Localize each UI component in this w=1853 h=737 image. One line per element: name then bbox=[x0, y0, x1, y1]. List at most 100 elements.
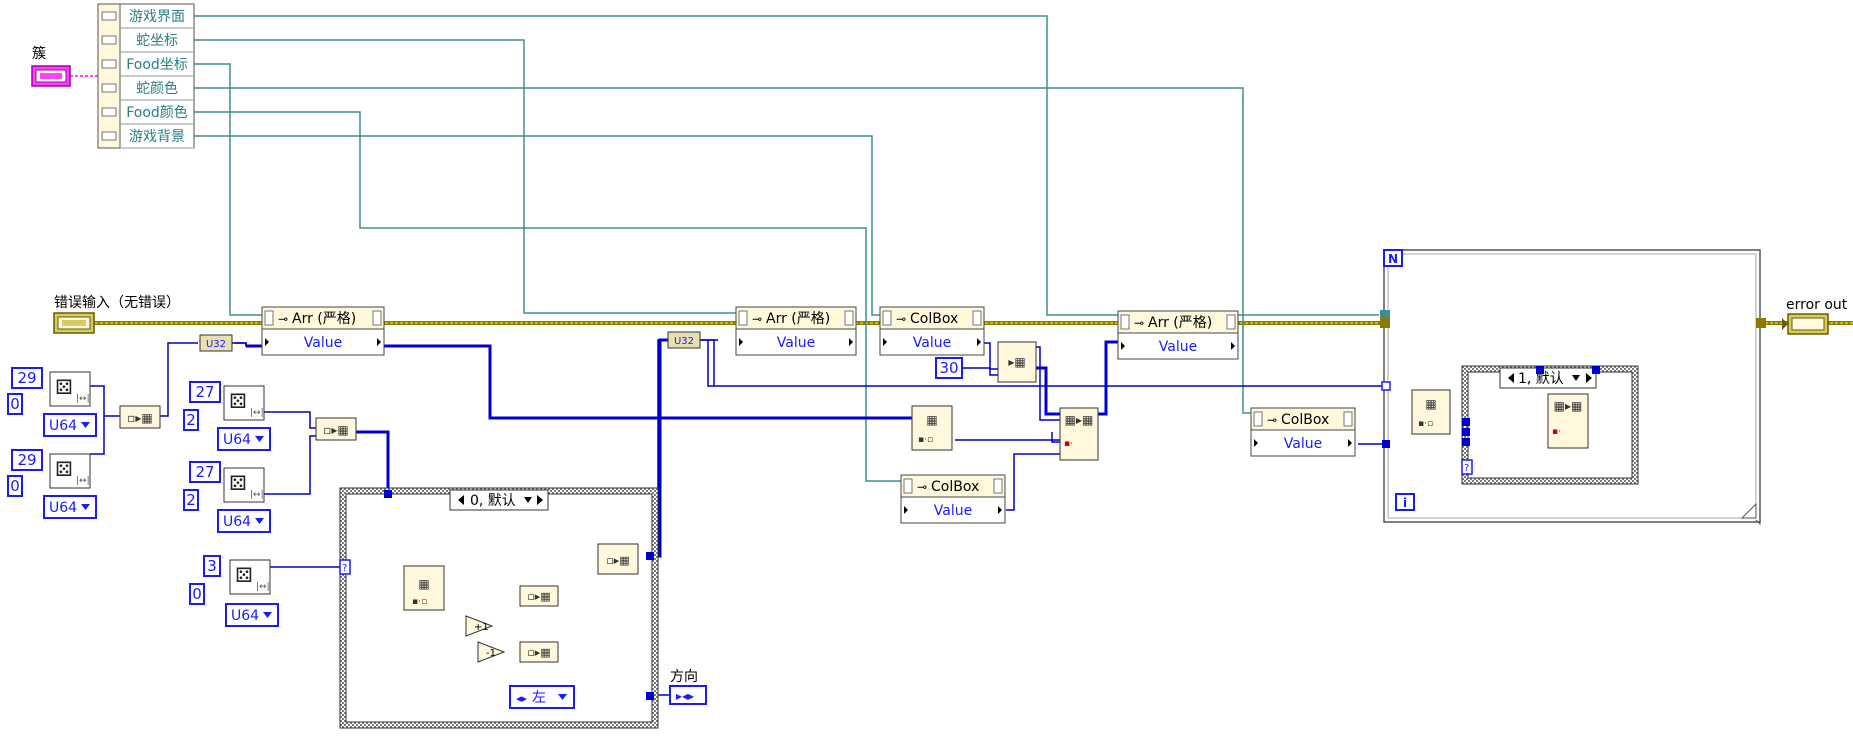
case-dropdown-icon[interactable] bbox=[1572, 375, 1580, 381]
u32-convert-2[interactable]: U32 bbox=[667, 331, 701, 349]
direction-indicator[interactable]: 方向 ▸◂▸ bbox=[669, 669, 707, 705]
build-array-case-a[interactable]: ▫▸▦ bbox=[519, 585, 559, 607]
arr-strict-node-2[interactable]: ⊸Arr (严格)Value bbox=[735, 306, 857, 356]
build-array-case-b[interactable]: ▫▸▦ bbox=[519, 641, 559, 663]
random-node-5[interactable] bbox=[229, 559, 271, 595]
for-loop[interactable]: N i ▦ ▪·▫ 1, 默认 ? bbox=[1380, 249, 1766, 526]
bundle-item-terminal[interactable] bbox=[101, 107, 117, 117]
const-27-a-text: 27 bbox=[195, 383, 214, 401]
u32-convert-1[interactable]: U32 bbox=[199, 334, 233, 352]
bundle-item-terminal[interactable] bbox=[101, 35, 117, 45]
cluster-constant[interactable]: 簇 bbox=[31, 46, 71, 87]
arr-strict-node-3[interactable]: ⊸Arr (严格)Value bbox=[1117, 310, 1239, 360]
reference-out-icon bbox=[372, 310, 382, 326]
case-selector-terminal[interactable] bbox=[1461, 459, 1473, 475]
loop-iteration-terminal[interactable] bbox=[1395, 493, 1415, 511]
arr-strict-node-3-property-value[interactable]: Value bbox=[1159, 339, 1197, 355]
decrement-node[interactable] bbox=[477, 641, 506, 663]
const-0-c[interactable] bbox=[189, 583, 205, 605]
const-30-text: 30 bbox=[939, 359, 958, 377]
case-tunnel-in bbox=[384, 490, 392, 498]
colbox-node-1-property-value[interactable]: Value bbox=[913, 335, 951, 351]
colbox-node-3-property-value[interactable]: Value bbox=[934, 503, 972, 519]
direction-enum[interactable] bbox=[509, 685, 575, 709]
u64-selector-3[interactable] bbox=[217, 427, 271, 451]
const-0-b[interactable] bbox=[7, 475, 23, 497]
case-prev-icon[interactable] bbox=[1508, 373, 1514, 383]
case-selector-2[interactable] bbox=[1499, 367, 1597, 389]
case-dropdown-icon[interactable] bbox=[524, 497, 532, 503]
index-array-node-2[interactable]: ▦ ▪·▫ bbox=[911, 405, 953, 451]
case-prev-icon[interactable] bbox=[458, 495, 464, 505]
index-array-node[interactable]: ▦ ▪·▫ bbox=[403, 565, 445, 611]
const-29-a[interactable] bbox=[11, 367, 43, 389]
initialize-array-node[interactable]: ▸▦ bbox=[997, 341, 1037, 383]
replace-subset-node-2[interactable]: ▦▸▦ ▪· bbox=[1547, 393, 1589, 449]
case-next-icon[interactable] bbox=[537, 495, 543, 505]
build-array-case-c[interactable]: ▫▸▦ bbox=[597, 543, 639, 575]
const-0-a[interactable] bbox=[7, 393, 23, 415]
dice-group-5: 3 0 ⚄ |↔| U64 bbox=[189, 555, 279, 627]
enum-arrows-icon: ◂▸ bbox=[516, 692, 528, 705]
u64-selector-1[interactable] bbox=[43, 413, 97, 437]
case-selector-1[interactable] bbox=[449, 489, 549, 511]
replace-subset-node[interactable]: ▦▸▦ ▪· bbox=[1059, 407, 1099, 461]
arr-strict-node-1-property-value[interactable]: Value bbox=[304, 335, 342, 351]
loop-tunnel-error-out bbox=[1756, 318, 1766, 328]
const-2-a[interactable] bbox=[183, 409, 199, 431]
u64-selector-2[interactable] bbox=[43, 495, 97, 519]
random-node-4[interactable] bbox=[223, 467, 265, 503]
random-node-1[interactable] bbox=[49, 371, 91, 407]
index-array-node-3[interactable]: ▦ ▪·▫ bbox=[1411, 389, 1451, 435]
loop-count-text: N bbox=[1388, 252, 1398, 266]
arr-strict-node-2-label: Arr (严格) bbox=[766, 311, 830, 327]
const-27-b[interactable] bbox=[189, 461, 221, 483]
reference-out-icon bbox=[972, 310, 982, 326]
bundle-item-terminal[interactable] bbox=[101, 59, 117, 69]
arr-strict-node-1[interactable]: ⊸Arr (严格)Value bbox=[261, 306, 385, 356]
const-30[interactable]: 30 bbox=[935, 357, 963, 379]
error-in-control[interactable]: 错误输入（无错误） bbox=[53, 295, 180, 334]
u32-convert-2-text: U32 bbox=[674, 336, 694, 347]
loop-tunnel-u32 bbox=[1381, 381, 1391, 391]
bundle-item-terminal[interactable] bbox=[101, 83, 117, 93]
u64-selector-3-text: U64 bbox=[223, 432, 251, 448]
build-array-2[interactable]: ▫▸▦ bbox=[315, 417, 357, 441]
loop-count-terminal[interactable] bbox=[1383, 249, 1403, 267]
svg-text:|↔|: |↔| bbox=[250, 408, 264, 418]
const-3[interactable] bbox=[203, 555, 221, 577]
dice-group-3: 27 2 ⚄ |↔| U64 bbox=[183, 381, 271, 451]
arr-strict-node-2-property-value[interactable]: Value bbox=[777, 335, 815, 351]
case-selector-1-text: 0, 默认 bbox=[470, 493, 516, 509]
bundle-item-terminal[interactable] bbox=[101, 131, 117, 141]
random-node-2[interactable] bbox=[49, 453, 91, 489]
case-selector-terminal[interactable] bbox=[339, 559, 351, 575]
property-key-icon: ⊸ bbox=[896, 312, 906, 326]
blue-wires[interactable] bbox=[90, 339, 1611, 699]
u64-selector-5[interactable] bbox=[225, 603, 279, 627]
colbox-node-2-property-value[interactable]: Value bbox=[1284, 436, 1322, 452]
error-out-indicator[interactable]: error out bbox=[1782, 297, 1848, 335]
case-structure-2[interactable]: 1, 默认 ? ▦▸▦ ▪· bbox=[1461, 365, 1639, 485]
increment-node[interactable] bbox=[465, 615, 494, 637]
case-structure-1[interactable]: 0, 默认 ? ▦ ▪·▫ +1 -1 ▫▸▦ ▫▸▦ ▫ bbox=[339, 487, 659, 729]
colbox-node-2-label: ColBox bbox=[1281, 412, 1329, 428]
colbox-node-1-label: ColBox bbox=[910, 311, 958, 327]
colbox-node-3-label: ColBox bbox=[931, 479, 979, 495]
build-array-1[interactable]: ▫▸▦ bbox=[119, 405, 161, 429]
loop-tunnel-teal bbox=[1380, 310, 1390, 318]
reference-in-icon bbox=[1253, 411, 1263, 427]
u64-selector-4[interactable] bbox=[217, 509, 271, 533]
const-27-a[interactable] bbox=[189, 381, 221, 403]
case-next-icon[interactable] bbox=[1586, 373, 1592, 383]
const-2-a-text: 2 bbox=[186, 411, 196, 429]
const-29-b[interactable] bbox=[11, 449, 43, 471]
random-node-3[interactable] bbox=[223, 385, 265, 421]
const-2-b[interactable] bbox=[183, 489, 199, 511]
bundle-item-terminal[interactable] bbox=[101, 11, 117, 21]
